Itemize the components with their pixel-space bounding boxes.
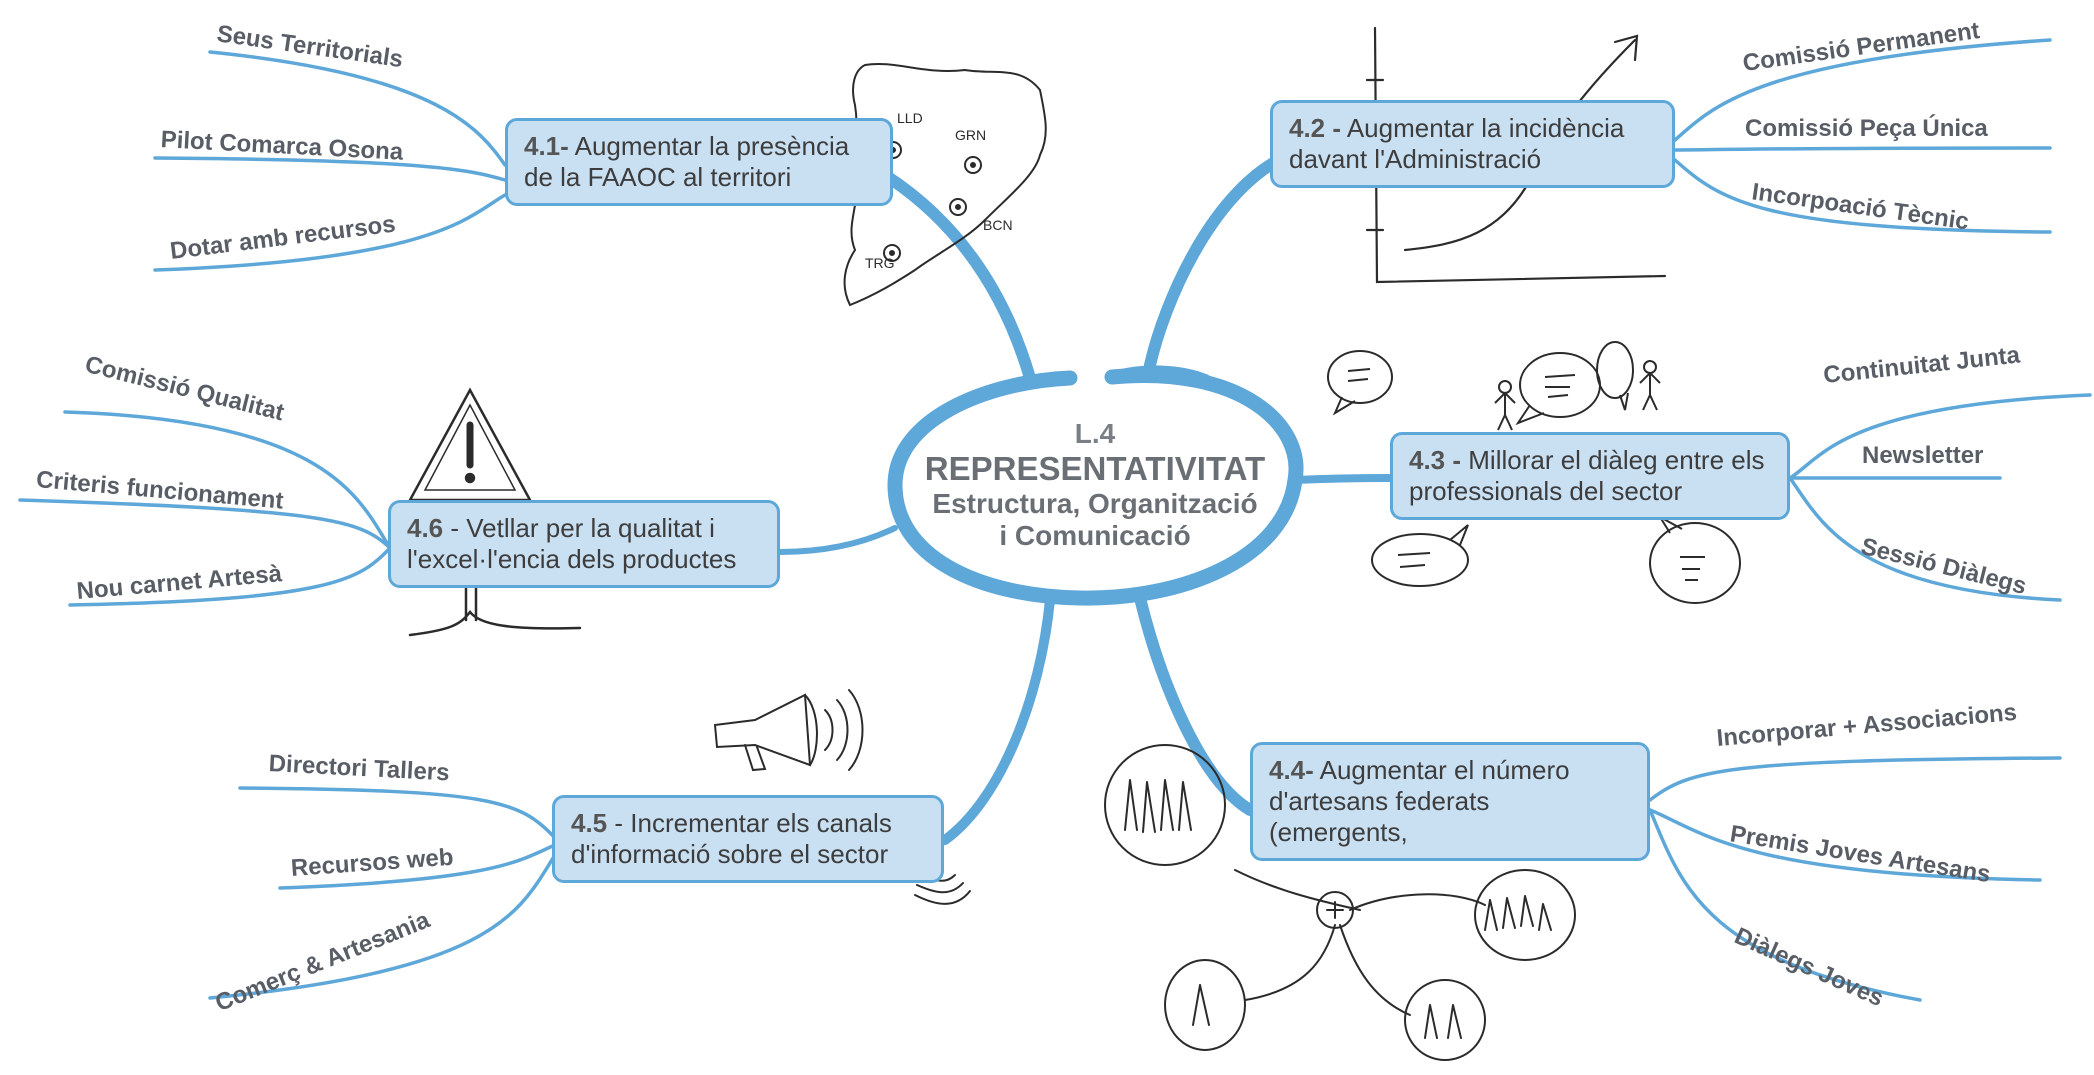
central-title: REPRESENTATIVITAT [924, 450, 1266, 487]
people-groups-sketch [1075, 720, 1635, 1075]
node-number: 4.4- [1269, 755, 1314, 785]
node-4-6[interactable]: 4.6 - Vetllar per la qualitat i l'excel·… [388, 500, 780, 588]
central-topic: L.4 REPRESENTATIVITAT Estructura, Organi… [905, 385, 1285, 585]
map-label-lld: LLD [897, 110, 923, 126]
map-label-trg: TRG [865, 255, 895, 271]
node-text: - Incrementar els canals d'informació so… [571, 808, 892, 869]
map-label-bcn: BCN [983, 217, 1013, 233]
node-number: 4.6 [407, 513, 444, 543]
trunk-4-3 [1291, 474, 1394, 484]
trunk-4-2 [1144, 156, 1281, 371]
node-text: Augmentar el número d'artesans federats … [1269, 755, 1570, 847]
node-text: Augmentar la presència de la FAAOC al te… [524, 131, 850, 192]
node-4-5[interactable]: 4.5 - Incrementar els canals d'informaci… [552, 795, 944, 883]
central-ellipse [887, 368, 1304, 606]
trunk-4-6 [777, 525, 898, 555]
central-ellipse-hook [1106, 365, 1211, 386]
trunk-4-1 [879, 169, 1036, 384]
central-subtitle-2: i Comunicació [999, 520, 1191, 551]
node-4-2[interactable]: 4.2 - Augmentar la incidència davant l'A… [1270, 100, 1675, 188]
leaf-newsletter[interactable]: Newsletter [1862, 442, 1984, 469]
central-subtitle-1: Estructura, Organització [932, 488, 1258, 519]
node-number: 4.3 - [1409, 445, 1462, 475]
node-number: 4.1- [524, 131, 569, 161]
node-number: 4.2 - [1289, 113, 1342, 143]
node-4-1[interactable]: 4.1- Augmentar la presència de la FAAOC … [505, 118, 893, 206]
trunk-4-4 [1134, 592, 1256, 816]
central-code: L.4 [1074, 418, 1116, 449]
node-4-4[interactable]: 4.4- Augmentar el número d'artesans fede… [1250, 742, 1650, 861]
node-text: Augmentar la incidència davant l'Adminis… [1289, 113, 1625, 174]
node-number: 4.5 [571, 808, 608, 838]
dialogue-sketch [1320, 335, 1770, 630]
map-label-grn: GRN [955, 127, 986, 143]
node-4-3[interactable]: 4.3 - Millorar el diàleg entre els profe… [1390, 432, 1790, 520]
leaf-comissio-peca-unica[interactable]: Comissió Peça Única [1745, 115, 1988, 142]
node-text: Millorar el diàleg entre els professiona… [1409, 445, 1765, 506]
megaphone-sketch [695, 665, 985, 930]
node-text: - Vetllar per la qualitat i l'excel·l'en… [407, 513, 737, 574]
trunk-4-5 [940, 595, 1055, 845]
